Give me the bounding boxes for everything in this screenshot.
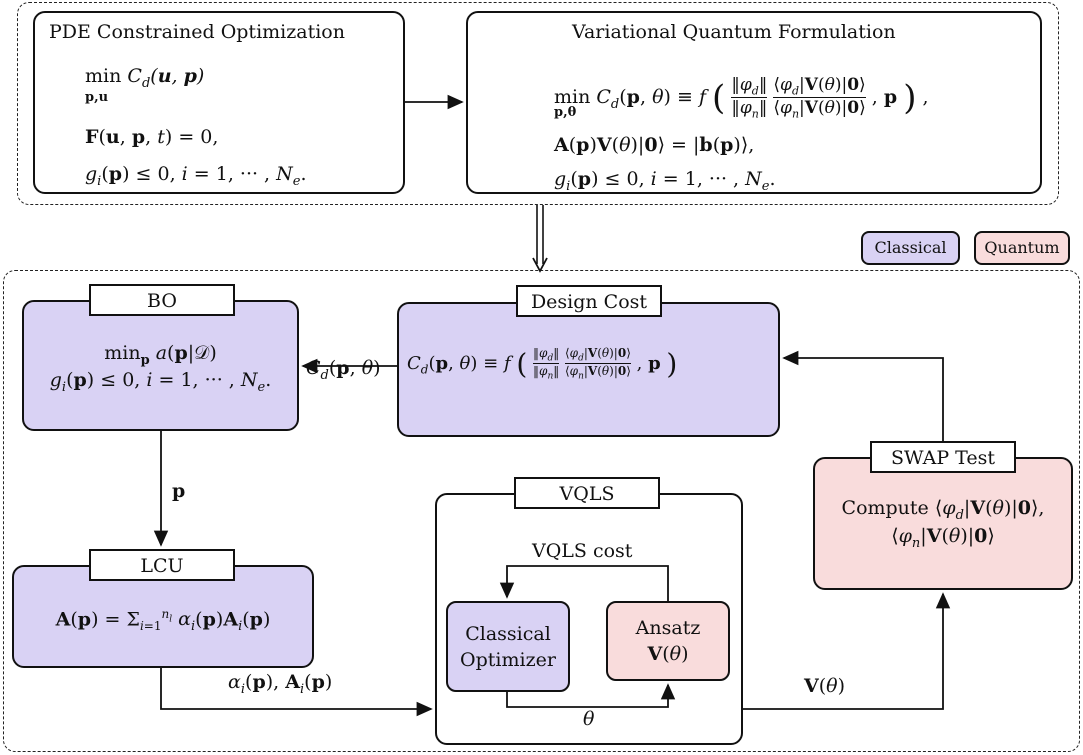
- pde-title: PDE Constrained Optimization: [49, 21, 345, 43]
- top-group: [17, 2, 1059, 205]
- pde-constraint-2: gi(p) ≤ 0, i = 1, ··· , Ne.: [85, 163, 307, 189]
- design-cost-title: Design Cost: [516, 285, 662, 317]
- ansatz-line-2: V(θ): [647, 643, 689, 665]
- arrow-lcu-to-vqls: [160, 668, 433, 717]
- vqls-cost-label: VQLS cost: [532, 540, 633, 562]
- swap-line-1: Compute ⟨φd|V(θ)|0⟩,: [841, 497, 1045, 523]
- vqf-objective-sub: p,θ: [554, 105, 577, 120]
- edge-label-p: p: [172, 480, 186, 502]
- arrow-double-head: [532, 257, 548, 273]
- bo-line-1: minp a(p|𝒟): [104, 342, 217, 368]
- swap-test-title: SWAP Test: [870, 441, 1016, 473]
- edge-label-alpha: αi(p), Ai(p): [228, 671, 333, 697]
- bottom-group: [3, 270, 1080, 752]
- design-cost-expr: Cd(p, θ) ≡ f ( ‖φd‖ ‖φn‖ ⟨φd|V(θ)|0⟩ ⟨φn…: [407, 346, 678, 382]
- pde-box: PDE Constrained Optimization min Cd(u, p…: [33, 11, 405, 194]
- arrow-vqls-to-swap: [743, 592, 951, 710]
- legend-classical: Classical: [861, 231, 960, 265]
- pde-objective: min Cd(u, p): [85, 65, 205, 91]
- vqls-title: VQLS: [514, 477, 660, 509]
- vqf-objective: min Cd(p, θ) ≡ f ( ‖φd‖ ‖φn‖ ⟨φd|V(θ)|0⟩…: [554, 75, 929, 121]
- pde-objective-sub: p,u: [85, 90, 109, 105]
- arrow-vqls-cost-loop: [499, 565, 669, 601]
- edge-label-v: V(θ): [804, 675, 846, 697]
- vqf-constraint-1: A(p)V(θ)|0⟩ = |b(p)⟩,: [554, 134, 755, 156]
- optimizer-line-1: Classical: [465, 623, 551, 645]
- optimizer-line-2: Optimizer: [460, 649, 556, 671]
- vqf-title: Variational Quantum Formulation: [572, 21, 896, 43]
- vqf-constraint-2: gi(p) ≤ 0, i = 1, ··· , Ne.: [554, 168, 776, 194]
- bo-box: minp a(p|𝒟) gi(p) ≤ 0, i = 1, ··· , Ne.: [22, 300, 299, 431]
- vqf-box: Variational Quantum Formulation min Cd(p…: [466, 11, 1042, 194]
- arrow-theta-loop: [506, 683, 676, 708]
- lcu-title: LCU: [89, 549, 235, 581]
- theta-label: θ: [583, 708, 595, 730]
- legend-quantum: Quantum: [974, 231, 1070, 265]
- ansatz-box: Ansatz V(θ): [606, 601, 730, 681]
- arrow-swap-to-cost: [782, 350, 944, 441]
- lcu-expr: A(p) = Σi=1nl αi(p)Ai(p): [55, 607, 271, 635]
- lcu-box: A(p) = Σi=1nl αi(p)Ai(p): [12, 565, 314, 668]
- pde-constraint-1: F(u, p, t) = 0,: [85, 126, 219, 148]
- swap-line-2: ⟨φn|V(θ)|0⟩: [891, 525, 995, 551]
- bo-title: BO: [89, 284, 235, 316]
- bo-line-2: gi(p) ≤ 0, i = 1, ··· , Ne.: [49, 369, 272, 395]
- ansatz-line-1: Ansatz: [635, 617, 701, 639]
- design-cost-box: Cd(p, θ) ≡ f ( ‖φd‖ ‖φn‖ ⟨φd|V(θ)|0⟩ ⟨φn…: [397, 302, 780, 437]
- classical-optimizer-box: Classical Optimizer: [446, 601, 570, 692]
- swap-test-box: Compute ⟨φd|V(θ)|0⟩, ⟨φn|V(θ)|0⟩: [813, 457, 1073, 590]
